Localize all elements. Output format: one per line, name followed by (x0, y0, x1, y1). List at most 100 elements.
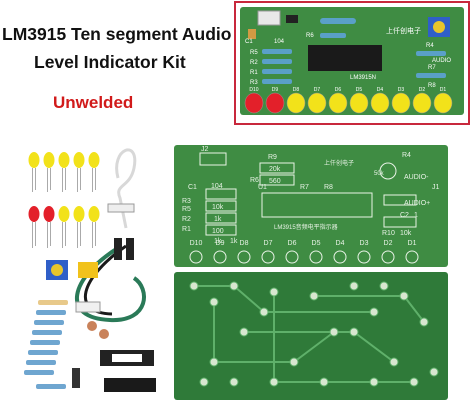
chip-silk-label: LM3915音频电平指示器 (274, 223, 338, 231)
loose-trimmer-knob (51, 264, 63, 276)
inset-chip-label: LM3915N (350, 75, 376, 81)
loose-switch (78, 262, 98, 278)
solder-pad (429, 367, 439, 377)
inset-switch (286, 15, 298, 23)
pcb-led-label: D6 (288, 240, 297, 247)
inset-capacitor (248, 29, 256, 39)
inset-led-label: D2 (419, 87, 426, 93)
audio-minus-label: AUDIO- (404, 174, 429, 181)
solder-pad (289, 357, 299, 367)
solder-pad (369, 377, 379, 387)
inset-led-d8 (286, 92, 306, 114)
solder-pad (399, 291, 409, 301)
inset-r3-label: R3 (250, 80, 258, 86)
solder-pad (209, 357, 219, 367)
r2-value: 1k (214, 216, 222, 223)
inset-r2-label: R2 (250, 60, 258, 66)
loose-yellow-led-group (28, 152, 100, 192)
inset-104-label: 104 (274, 39, 285, 45)
pcb-led-label: D3 (360, 240, 369, 247)
j1-label: J1 (432, 184, 440, 191)
inset-resistors (262, 18, 446, 84)
solder-pad (229, 281, 239, 291)
pcb-led-footprint (285, 250, 299, 264)
pcb-led-label: D5 (312, 240, 321, 247)
r8-label: R8 (324, 184, 333, 191)
solder-pad (199, 377, 209, 387)
cable-connector (107, 203, 135, 213)
pcb-led-label: D1 (408, 240, 417, 247)
pcb-led-footprint (237, 250, 251, 264)
solder-pad (379, 281, 389, 291)
inset-audio-label: AUDIO (432, 58, 451, 64)
pcb-led-label: D10 (190, 240, 203, 247)
inset-led-d2 (412, 92, 432, 114)
c1-label: C1 (188, 184, 197, 191)
inset-r6-label: R6 (306, 33, 314, 39)
pcb-back-illustration (174, 272, 448, 400)
yellow-led (73, 152, 85, 168)
audio-plus-label: AUDIO+ (404, 200, 430, 207)
inset-led-d1 (433, 92, 453, 114)
pcb-led-footprint (213, 250, 227, 264)
solder-pad (349, 327, 359, 337)
pcb-led-footprint (333, 250, 347, 264)
yellow-led (73, 206, 85, 222)
assembled-board-photo: C1 104 R6 R5 R2 R1 R3 R4 R7 R8 LM3915N 上… (234, 1, 470, 125)
solder-pad (329, 327, 339, 337)
r9-value: 20k (269, 166, 281, 173)
pcb-led-label: D7 (264, 240, 273, 247)
kit-title-line1: LM3915 Ten segment Audio (2, 24, 232, 44)
solder-pad (269, 377, 279, 387)
r1-label: R1 (182, 226, 191, 233)
inset-led-label: D5 (356, 87, 363, 93)
r10-value: 10k (400, 230, 412, 237)
c1-value: 104 (211, 183, 223, 190)
inset-power-connector (257, 10, 281, 26)
inset-led-label: D1 (440, 87, 447, 93)
solder-pad (239, 327, 249, 337)
loose-resistors (24, 300, 68, 389)
r10-label: R10 (382, 230, 395, 237)
c2-value: 1 (414, 212, 418, 219)
pin-header (75, 301, 101, 313)
inset-r5-label: R5 (250, 50, 258, 56)
u1-label: U1 (258, 184, 267, 191)
inset-led-d9 (265, 92, 285, 114)
solder-pads (189, 281, 439, 387)
pcb-led-label: D8 (240, 240, 249, 247)
solder-pad (409, 377, 419, 387)
inset-led-label: D7 (314, 87, 321, 93)
inset-led-d4 (370, 92, 390, 114)
solder-pad (229, 377, 239, 387)
pcb-back (174, 272, 448, 400)
r1-value: 100 (212, 228, 224, 235)
inset-chip (308, 45, 382, 71)
pcb-led-footprint (309, 250, 323, 264)
ceramic-capacitor-2 (99, 329, 109, 339)
r6-label: R6 (250, 177, 259, 184)
solder-pad (369, 307, 379, 317)
r8-value: 1k (230, 238, 238, 245)
inset-led-d7 (307, 92, 327, 114)
pcb-led-footprint (357, 250, 371, 264)
dupont-head-1 (114, 238, 122, 260)
pcb-led-label: D2 (384, 240, 393, 247)
silkscreen-outlines (199, 152, 417, 236)
pcb-led-label: D4 (336, 240, 345, 247)
inset-trimmer-knob (433, 21, 445, 33)
inset-c1-label: C1 (245, 39, 253, 45)
inset-led-label: D10 (249, 87, 258, 93)
dupont-head-2 (126, 238, 134, 260)
red-led (43, 206, 55, 222)
r7-value: 1k (214, 238, 222, 245)
pcb-brand: 上仟创电子 (324, 159, 354, 167)
r4-value: 50k (374, 171, 385, 177)
r3-label: R3 (182, 198, 191, 205)
r2-label: R2 (182, 216, 191, 223)
solder-pad (259, 307, 269, 317)
inset-brand: 上仟创电子 (386, 26, 421, 35)
r6-value: 560 (269, 178, 281, 185)
